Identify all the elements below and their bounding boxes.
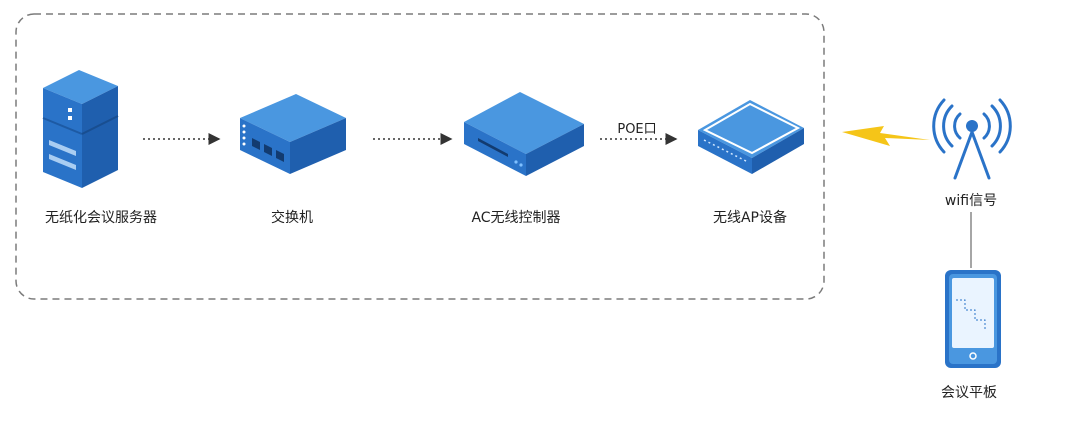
access-point-icon xyxy=(698,100,804,174)
server-icon xyxy=(42,70,119,188)
lightning-icon xyxy=(842,126,930,146)
label-ap: 无线AP设备 xyxy=(712,210,788,226)
tablet-icon xyxy=(945,270,1001,368)
wifi-antenna-icon xyxy=(932,98,1012,180)
edge-label-poe: POE口 xyxy=(617,122,657,137)
switch-icon xyxy=(240,94,346,174)
controller-icon xyxy=(464,92,584,176)
label-switch: 交换机 xyxy=(271,210,313,226)
label-wifi: wifi信号 xyxy=(944,193,998,209)
network-group-frame xyxy=(15,13,825,300)
label-server: 无纸化会议服务器 xyxy=(45,210,157,226)
label-ac: AC无线控制器 xyxy=(471,210,561,226)
label-tablet: 会议平板 xyxy=(941,385,997,401)
